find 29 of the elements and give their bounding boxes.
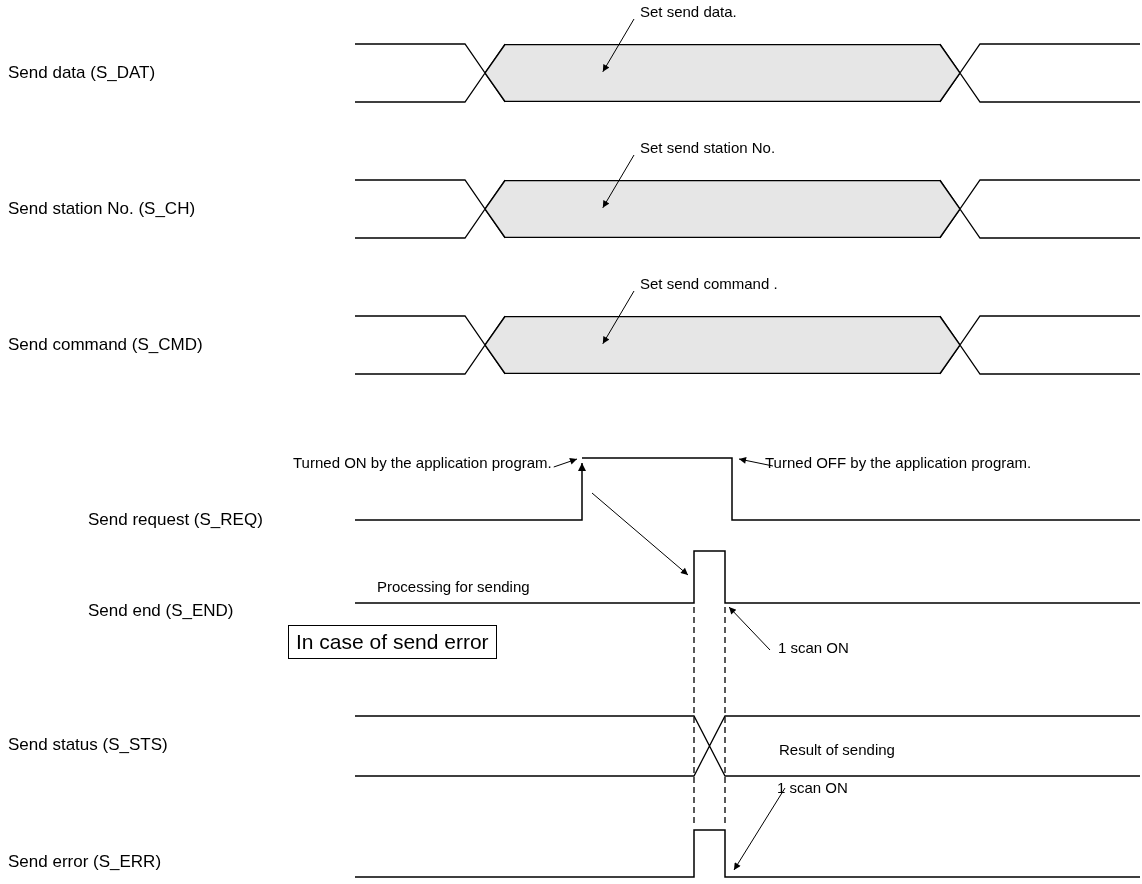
signal-name: Send end (S_END): [88, 601, 234, 621]
signal-name: Send error (S_ERR): [8, 852, 162, 872]
callout-text: 1 scan ON: [777, 779, 848, 797]
data-window: [485, 180, 960, 238]
note-text: Result of sending: [779, 740, 895, 760]
callout-text: Set send station No.: [640, 139, 776, 157]
leader-arrow: [733, 787, 786, 871]
leader-arrow: [602, 154, 635, 209]
leader-arrow: [602, 290, 635, 345]
leader-arrow: [728, 606, 771, 651]
leader-arrow: [553, 457, 578, 468]
callout-text: 1 scan ON: [778, 639, 849, 657]
signal-name: Send status (S_STS): [8, 735, 168, 755]
data-window: [485, 316, 960, 374]
framed-note: In case of send error: [288, 625, 497, 659]
callout-text: Set send data.: [640, 3, 737, 21]
signal-name: Send data (S_DAT): [8, 63, 156, 83]
note-text: Processing for sending: [377, 577, 530, 597]
callout-text: Turned ON by the application program.: [293, 454, 552, 472]
arrow: [591, 492, 689, 576]
data-window: [485, 44, 960, 102]
callout-text: Turned OFF by the application program.: [765, 454, 1032, 472]
signal-name: Send command (S_CMD): [8, 335, 203, 355]
leader-arrow: [602, 18, 635, 73]
callout-text: Set send command .: [640, 275, 778, 293]
signal-name: Send station No. (S_CH): [8, 199, 196, 219]
signal-name: Send request (S_REQ): [88, 510, 263, 530]
pulse-waveform: [355, 827, 1140, 879]
leader-arrow: [738, 457, 774, 467]
